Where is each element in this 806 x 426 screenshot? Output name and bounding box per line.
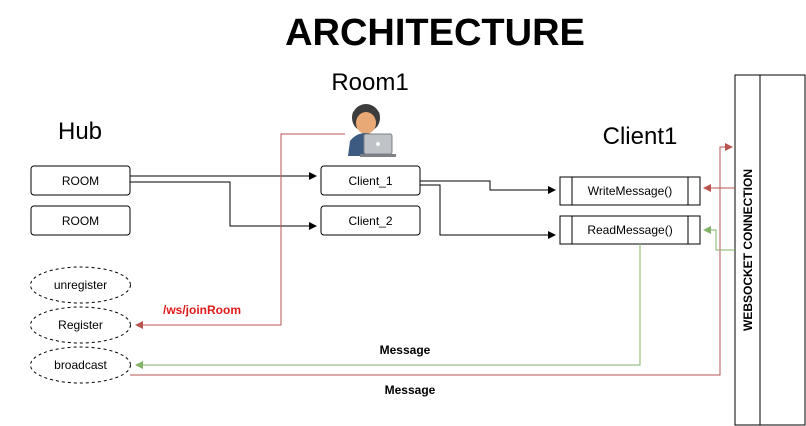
client2-label: Client_2 [348,214,392,228]
write-message-label: WriteMessage() [588,184,672,198]
diagram-title: ARCHITECTURE [285,12,585,54]
websocket-label: WEBSOCKET CONNECTION [741,169,755,331]
broadcast-to-websocket-edge [130,143,733,376]
read-to-broadcast-edge [135,244,641,369]
hub-room-box-2 [30,205,131,236]
websocket-column [734,74,806,426]
websocket-to-read-edge [703,226,735,251]
hub-heading: Hub [58,118,102,145]
register-channel [30,306,131,344]
broadcast-label: broadcast [54,358,107,372]
read-message-box [559,215,701,245]
room-heading: Room1 [331,69,408,96]
register-label: Register [58,318,103,332]
client1-to-read-edge [420,184,556,239]
read-message-label: ReadMessage() [587,223,672,237]
join-room-edge [135,133,345,329]
unregister-label: unregister [54,278,107,292]
hub-room-label-2: ROOM [62,214,99,228]
write-message-box [559,176,701,206]
hub-room-label-1: ROOM [62,174,99,188]
client2-box [320,205,421,236]
message-label-top: Message [380,343,431,357]
client-heading: Client1 [603,123,678,150]
client1-label: Client_1 [348,174,392,188]
room-to-client2-edge [130,181,317,230]
user-laptop-icon [348,104,396,157]
broadcast-channel [30,346,131,384]
client1-to-write-edge [420,180,556,194]
join-room-label: /ws/joinRoom [163,303,241,317]
unregister-channel [30,266,131,304]
hub-room-box-1 [30,165,131,196]
message-label-bottom: Message [385,383,436,397]
